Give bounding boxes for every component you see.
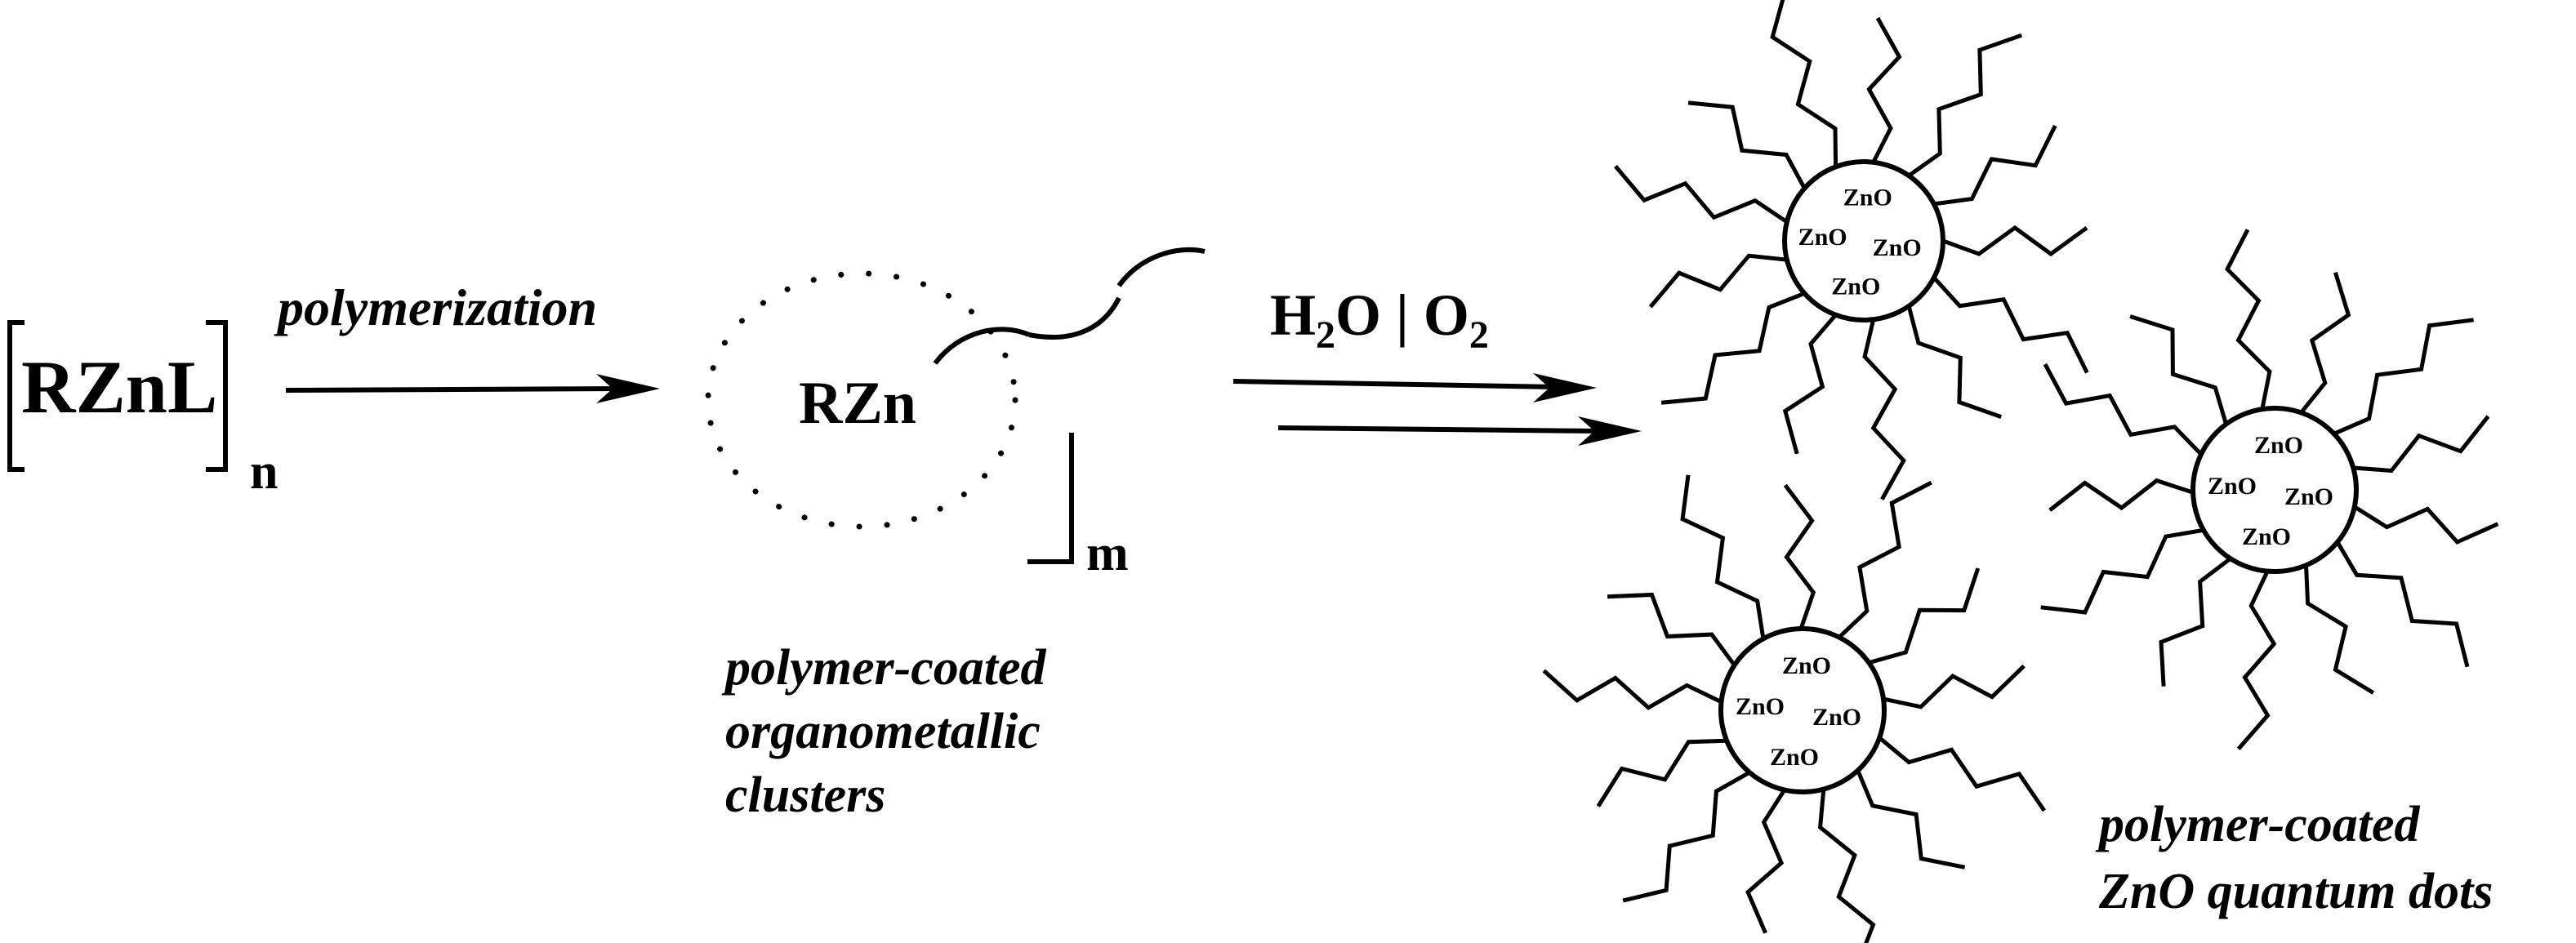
dotted-cluster-boundary <box>705 270 1018 530</box>
polymer-chain <box>1817 789 1876 943</box>
polymer-chain <box>2299 271 2351 414</box>
quantum-dots: ZnO ZnO ZnO ZnO ZnO ZnO ZnO ZnO ZnO ZnO ZnO ZnO <box>1542 0 2499 943</box>
zno-label: ZnO <box>1843 185 1892 211</box>
intermediate-formula: RZn <box>799 370 916 437</box>
zno-label: ZnO <box>1736 693 1785 720</box>
reactant: RZnL n <box>7 320 278 500</box>
polymer-chain <box>2225 229 2272 410</box>
polymer-chain <box>2236 570 2277 750</box>
product-caption: polymer-coated ZnO quantum dots <box>2095 797 2493 919</box>
polymer-chain <box>1883 664 2026 709</box>
polymerization-label: polymerization <box>274 278 597 336</box>
arrow-shaft-upper <box>1232 379 1557 389</box>
right-bracket <box>206 320 228 472</box>
zno-label: ZnO <box>2242 523 2291 550</box>
polymer-chain <box>1648 253 1788 309</box>
polymer-chain <box>1680 474 1766 639</box>
polymer-chain <box>1770 0 1838 167</box>
polymer-chain <box>1933 124 2057 207</box>
zno-label: ZnO <box>2208 473 2257 500</box>
zno-label: ZnO <box>1782 652 1831 679</box>
polymer-chain <box>2304 565 2375 695</box>
polymer-chain <box>1660 291 1806 405</box>
polymer-chain <box>1783 483 1816 629</box>
intermediate-subscript: m <box>1086 526 1129 581</box>
zno-label: ZnO <box>1812 704 1861 731</box>
polymer-chain <box>1866 16 1902 163</box>
polymer-chain <box>2043 363 2203 456</box>
polymer-chain <box>1838 480 1932 639</box>
polymer-chain <box>1868 567 1981 665</box>
zno-label: ZnO <box>1831 273 1880 300</box>
polymer-chain <box>1782 314 1838 455</box>
polymer-chain <box>1687 100 1807 189</box>
reactant-subscript: n <box>250 444 278 500</box>
polymer-chain <box>1622 770 1751 903</box>
polymer-chain <box>2353 415 2490 474</box>
arrow-shaft-lower <box>1277 425 1602 434</box>
arrow-head-upper <box>1533 373 1597 403</box>
polymer-tail <box>933 327 1031 365</box>
zno-core <box>1782 159 1945 322</box>
left-bracket <box>7 320 25 472</box>
polymerization-step: polymerization <box>274 278 660 403</box>
zno-quantum-dot: ZnO ZnO ZnO ZnO <box>1542 474 2046 943</box>
polymer-chain <box>1607 592 1736 667</box>
zno-label: ZnO <box>2284 483 2333 510</box>
zno-label: ZnO <box>1798 224 1847 251</box>
polymer-chain <box>2335 540 2470 668</box>
intermediate: RZn m polymer-coated organometallic clus… <box>705 247 1206 823</box>
polymer-chain <box>2159 557 2232 687</box>
polymer-chain <box>2353 505 2499 545</box>
zno-quantum-dot: ZnO ZnO ZnO ZnO <box>2040 229 2499 750</box>
polymer-chain <box>2333 318 2474 436</box>
polymer-chain <box>1942 225 2088 257</box>
polymer-chain <box>1745 789 1787 934</box>
zno-label: ZnO <box>2254 432 2303 459</box>
arrow-head-lower <box>1578 416 1642 446</box>
zno-label: ZnO <box>1770 744 1819 771</box>
polymer-chain <box>2129 314 2228 425</box>
zno-quantum-dot: ZnO ZnO ZnO ZnO <box>1614 0 2089 500</box>
polymer-chain <box>2040 527 2204 615</box>
arrow-head <box>596 374 660 403</box>
polymer-chain <box>1862 318 1906 500</box>
polymer-chain <box>1856 769 1966 870</box>
reactant-formula: RZnL <box>21 345 217 429</box>
polymer-chain <box>1542 669 1723 710</box>
polymer-chain <box>1906 305 2003 419</box>
zno-core <box>1718 626 1887 794</box>
zno-label: ZnO <box>1873 234 1922 261</box>
arrow-shaft <box>285 386 622 393</box>
intermediate-caption: polymer-coated organometallic clusters <box>721 640 1058 823</box>
zno-core <box>2190 406 2359 574</box>
polymer-chain <box>1932 276 2089 374</box>
reagent-label: H2O | O2 <box>1270 282 1489 357</box>
polymer-chain <box>1907 33 2023 178</box>
right-bracket-m <box>1027 433 1074 564</box>
polymer-chain <box>1614 164 1789 224</box>
polymer-tail <box>1116 247 1206 287</box>
polymer-chain <box>2048 478 2194 512</box>
polymer-tail <box>1028 296 1121 340</box>
polymer-chain <box>1596 738 1727 807</box>
hydrolysis-step: H2O | O2 <box>1232 282 1642 446</box>
polymer-chain <box>1878 736 2046 812</box>
